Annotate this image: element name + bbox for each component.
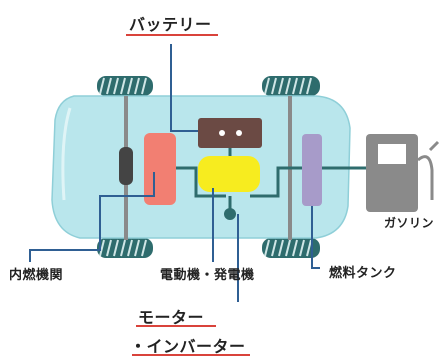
battery-block — [198, 118, 262, 148]
drive-shaft — [176, 166, 226, 198]
gasoline-label: ガソリン — [384, 216, 435, 230]
front-top-tire — [97, 76, 153, 96]
motor-inverter-underline-1 — [136, 325, 216, 327]
engine-block — [144, 133, 176, 205]
front-bottom-tire — [97, 238, 153, 258]
gear-node — [224, 208, 236, 220]
fuel-tank-label: 燃料タンク — [329, 266, 397, 281]
gas-pump-icon — [366, 134, 440, 212]
motor-generator-label: 電動機・発電機 — [160, 268, 255, 283]
engine-label: 内燃機関 — [9, 268, 64, 283]
leader-lines — [29, 44, 320, 302]
motor-generator-block — [198, 156, 260, 192]
motor-inverter-label-line2: ・インバーター — [130, 337, 246, 356]
motor-inverter-underline-2 — [132, 354, 250, 356]
battery-label: バッテリー — [129, 15, 212, 34]
motor-inverter-label-line1: モーター — [138, 308, 205, 327]
differential-icon — [119, 147, 133, 185]
rear-top-tire — [262, 76, 320, 96]
battery-underline — [126, 34, 218, 36]
fuel-tank-block — [302, 134, 322, 206]
rear-bottom-tire — [262, 238, 320, 258]
